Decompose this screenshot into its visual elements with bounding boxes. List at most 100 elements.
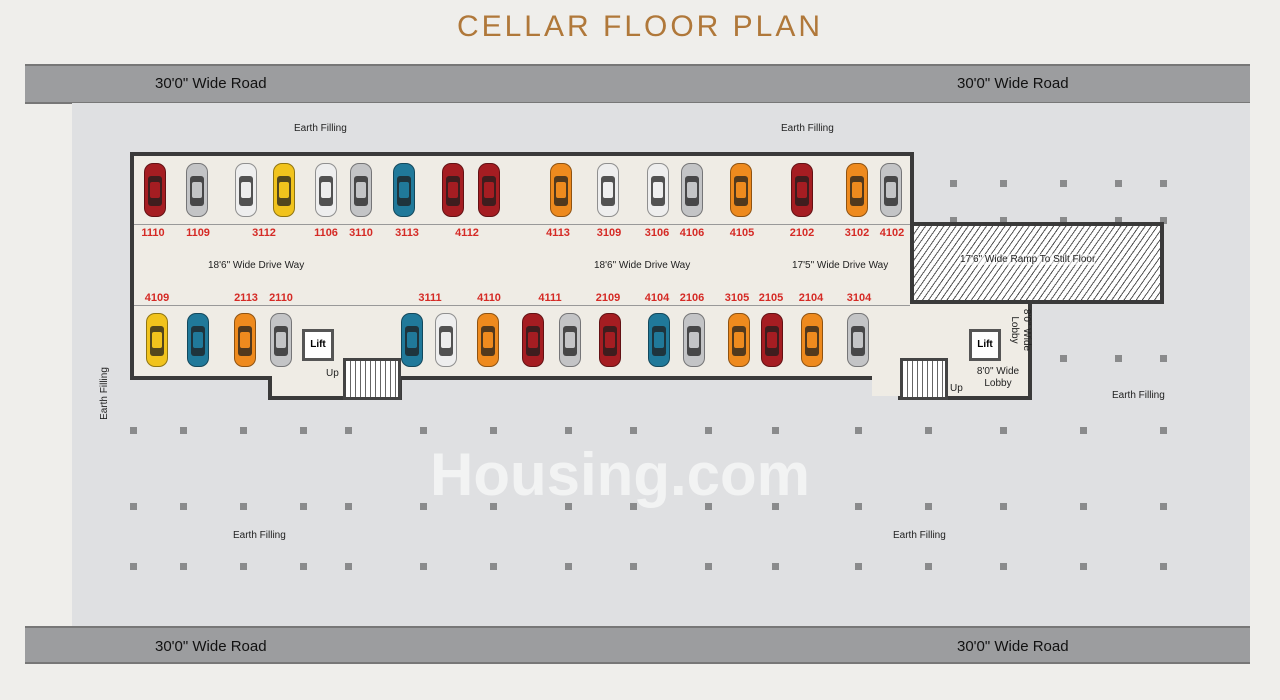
- lobby-label: 8'0" Wide Lobby: [976, 366, 1020, 389]
- earth-filling-label: Earth Filling: [294, 123, 347, 134]
- column: [1115, 180, 1122, 187]
- column: [1115, 355, 1122, 362]
- column: [1060, 180, 1067, 187]
- earth-filling-label: Earth Filling: [893, 530, 946, 541]
- car-orange: [801, 313, 823, 367]
- car-red: [791, 163, 813, 217]
- parking-slot-number: 4111: [538, 292, 562, 304]
- car-yellow: [146, 313, 168, 367]
- column: [1160, 355, 1167, 362]
- column: [630, 503, 637, 510]
- car-red: [599, 313, 621, 367]
- car-silver: [559, 313, 581, 367]
- parking-slot-number: 2105: [758, 292, 784, 304]
- column: [300, 503, 307, 510]
- staircase: [343, 358, 401, 400]
- lift: Lift: [969, 329, 1001, 361]
- ramp-label: 17'6" Wide Ramp To Stilt Floor: [960, 254, 1096, 265]
- column: [300, 427, 307, 434]
- column: [130, 503, 137, 510]
- column: [420, 563, 427, 570]
- parking-slot-number: 4105: [729, 227, 755, 239]
- car-orange: [728, 313, 750, 367]
- parking-slot-number: 3104: [846, 292, 872, 304]
- page-title: CELLAR FLOOR PLAN: [456, 10, 824, 43]
- column: [565, 563, 572, 570]
- lobby-label: 8'0" Wide Lobby: [1009, 308, 1032, 352]
- column: [180, 427, 187, 434]
- parking-slot-number: 2106: [679, 292, 705, 304]
- column: [1080, 563, 1087, 570]
- column: [130, 427, 137, 434]
- car-silver: [186, 163, 208, 217]
- column: [950, 180, 957, 187]
- column: [1160, 217, 1167, 224]
- column: [345, 563, 352, 570]
- column: [1115, 217, 1122, 224]
- column: [772, 563, 779, 570]
- column: [180, 563, 187, 570]
- parking-slot-number: 3105: [724, 292, 750, 304]
- column: [1000, 503, 1007, 510]
- car-red: [478, 163, 500, 217]
- column: [925, 503, 932, 510]
- parking-slot-number: 3102: [844, 227, 870, 239]
- parking-slot-number: 4102: [879, 227, 905, 239]
- column: [1000, 427, 1007, 434]
- driveway-label: 18'6" Wide Drive Way: [594, 260, 691, 271]
- column: [772, 503, 779, 510]
- road-label: 30'0" Wide Road: [155, 638, 267, 655]
- column: [772, 427, 779, 434]
- parking-slot-number: 3113: [395, 227, 419, 239]
- parking-slot-number: 3109: [596, 227, 622, 239]
- column: [855, 427, 862, 434]
- road-label: 30'0" Wide Road: [957, 75, 1069, 92]
- car-yellow: [273, 163, 295, 217]
- earth-filling-label: Earth Filling: [781, 123, 834, 134]
- parking-slot-number: 2109: [595, 292, 621, 304]
- column: [855, 563, 862, 570]
- parking-slot-number: 2113: [234, 292, 258, 304]
- column: [1000, 563, 1007, 570]
- earth-filling-label: Earth Filling: [1112, 390, 1165, 401]
- column: [705, 427, 712, 434]
- column: [1160, 180, 1167, 187]
- column: [240, 427, 247, 434]
- column: [490, 427, 497, 434]
- column: [855, 503, 862, 510]
- column: [1000, 217, 1007, 224]
- column: [180, 503, 187, 510]
- column: [345, 503, 352, 510]
- earth-filling-label: Earth Filling: [233, 530, 286, 541]
- column: [1060, 355, 1067, 362]
- parking-slot-number: 2110: [269, 292, 293, 304]
- column: [630, 563, 637, 570]
- car-white: [597, 163, 619, 217]
- car-white: [235, 163, 257, 217]
- column: [705, 563, 712, 570]
- driveway-label: 18'6" Wide Drive Way: [208, 260, 305, 271]
- column: [925, 427, 932, 434]
- car-teal: [401, 313, 423, 367]
- up-label: Up: [326, 368, 339, 379]
- column: [950, 217, 957, 224]
- bottom-road: [25, 626, 1250, 664]
- car-teal: [187, 313, 209, 367]
- parking-slot-number: 3106: [644, 227, 670, 239]
- road-label: 30'0" Wide Road: [957, 638, 1069, 655]
- parking-slot-number: 4113: [546, 227, 570, 239]
- car-silver: [681, 163, 703, 217]
- column: [130, 563, 137, 570]
- column: [1060, 217, 1067, 224]
- car-red: [144, 163, 166, 217]
- car-red: [522, 313, 544, 367]
- lift: Lift: [302, 329, 334, 361]
- parking-slot-number: 3112: [252, 227, 276, 239]
- column: [420, 427, 427, 434]
- car-silver: [880, 163, 902, 217]
- car-orange: [846, 163, 868, 217]
- column: [1160, 427, 1167, 434]
- parking-slot-number: 2102: [789, 227, 815, 239]
- car-red: [442, 163, 464, 217]
- column: [1000, 180, 1007, 187]
